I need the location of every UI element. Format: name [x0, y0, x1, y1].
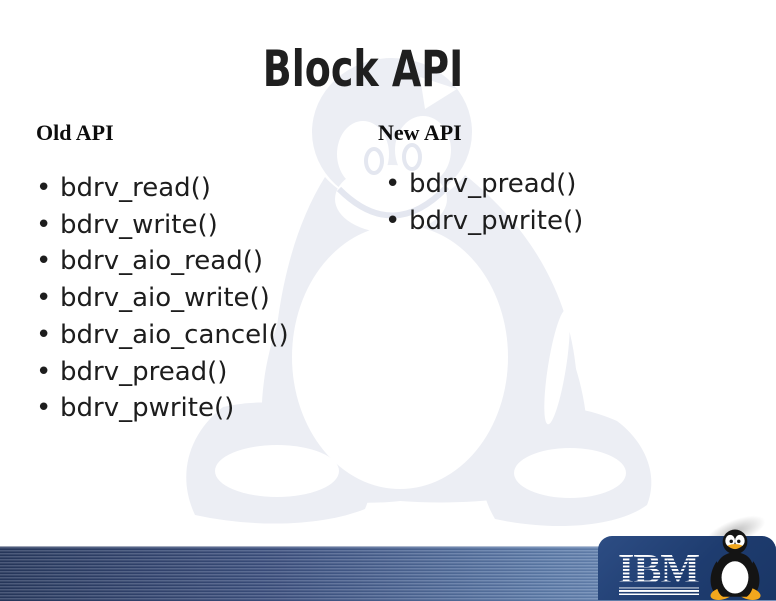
list-item: • bdrv_pread()	[385, 166, 583, 203]
list-item-label: bdrv_aio_read()	[60, 246, 263, 277]
list-item: • bdrv_aio_cancel()	[36, 317, 289, 354]
bullet: •	[36, 173, 52, 203]
list-item: • bdrv_pwrite()	[385, 203, 583, 240]
list-item: • bdrv_aio_read()	[36, 243, 289, 280]
brand-box: IBM	[598, 529, 776, 600]
ibm-wordmark: IBM	[618, 554, 699, 593]
list-item-label: bdrv_write()	[60, 209, 218, 240]
list-item: • bdrv_read()	[36, 170, 289, 207]
bullet: •	[36, 283, 52, 314]
list-item-label: bdrv_aio_write()	[60, 283, 270, 314]
bullet: •	[36, 246, 52, 277]
list-item-label: bdrv_pread()	[60, 356, 228, 387]
old-api-list: • bdrv_read() • bdrv_write() • bdrv_aio_rea…	[36, 170, 289, 427]
bullet: •	[36, 209, 52, 240]
bullet: •	[36, 356, 52, 387]
bullet: •	[385, 169, 401, 199]
list-item: • bdrv_aio_write()	[36, 280, 289, 317]
list-item-label: bdrv_pwrite()	[60, 393, 235, 424]
new-api-list: • bdrv_pread() • bdrv_pwrite()	[378, 166, 583, 239]
bullet: •	[36, 319, 52, 350]
new-api-heading: New API	[378, 120, 462, 145]
list-item-label: bdrv_pwrite()	[409, 205, 584, 236]
tux-logo-icon	[710, 529, 761, 600]
new-api-column: New API • bdrv_pread() • bdrv_pwrite()	[378, 120, 583, 239]
list-item-label: bdrv_read()	[60, 173, 211, 203]
old-api-heading: Old API	[36, 120, 114, 145]
list-item: • bdrv_write()	[36, 207, 289, 244]
bullet: •	[385, 205, 401, 236]
list-item-label: bdrv_aio_cancel()	[60, 319, 289, 350]
old-api-column: Old API • bdrv_read() • bdrv_write() • bdrv…	[36, 120, 289, 427]
list-item-label: bdrv_pread()	[409, 169, 577, 199]
list-item: • bdrv_pwrite()	[36, 390, 289, 427]
ibm-logo-icon: IBM	[618, 554, 700, 595]
list-item: • bdrv_pread()	[36, 354, 289, 391]
page-title: Block API	[262, 40, 464, 98]
bullet: •	[36, 393, 52, 424]
